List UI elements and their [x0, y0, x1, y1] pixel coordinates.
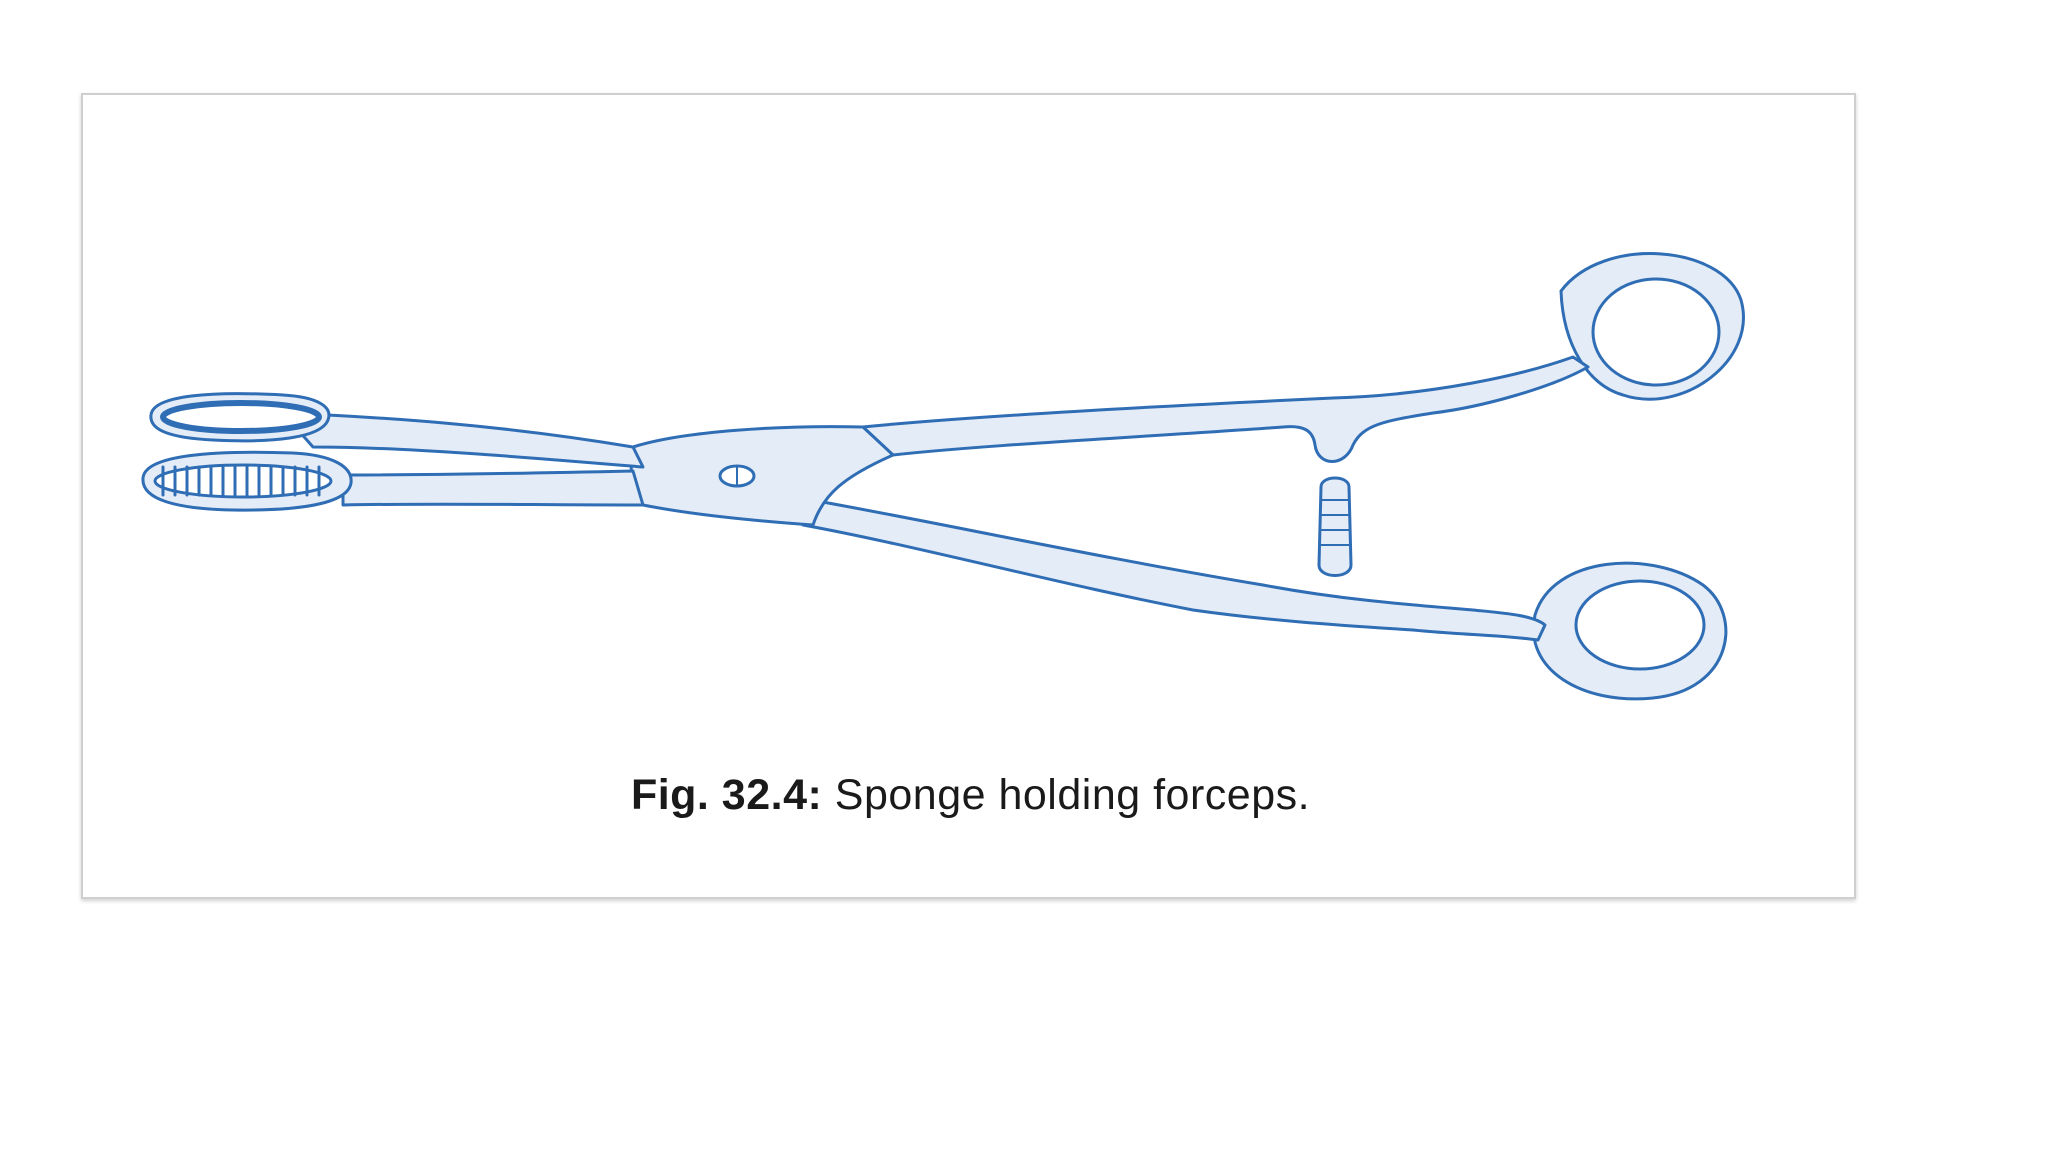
sponge-holding-forceps-illustration [141, 252, 1745, 701]
lower-jaw-arm [341, 469, 645, 507]
upper-jaw-arm [281, 411, 645, 469]
figure-caption: Fig. 32.4: Sponge holding forceps. [83, 771, 1858, 820]
upper-shank [861, 355, 1590, 463]
figure-caption-text: Sponge holding forceps. [822, 771, 1311, 819]
figure-number: Fig. 32.4: [630, 771, 823, 819]
lower-shank [781, 493, 1547, 642]
upper-ring-hole [1591, 277, 1721, 387]
lower-ring-hole [1574, 579, 1706, 671]
lower-ratchet [1317, 476, 1353, 577]
figure-frame: Fig. 32.4: Sponge holding forceps. [81, 93, 1856, 899]
